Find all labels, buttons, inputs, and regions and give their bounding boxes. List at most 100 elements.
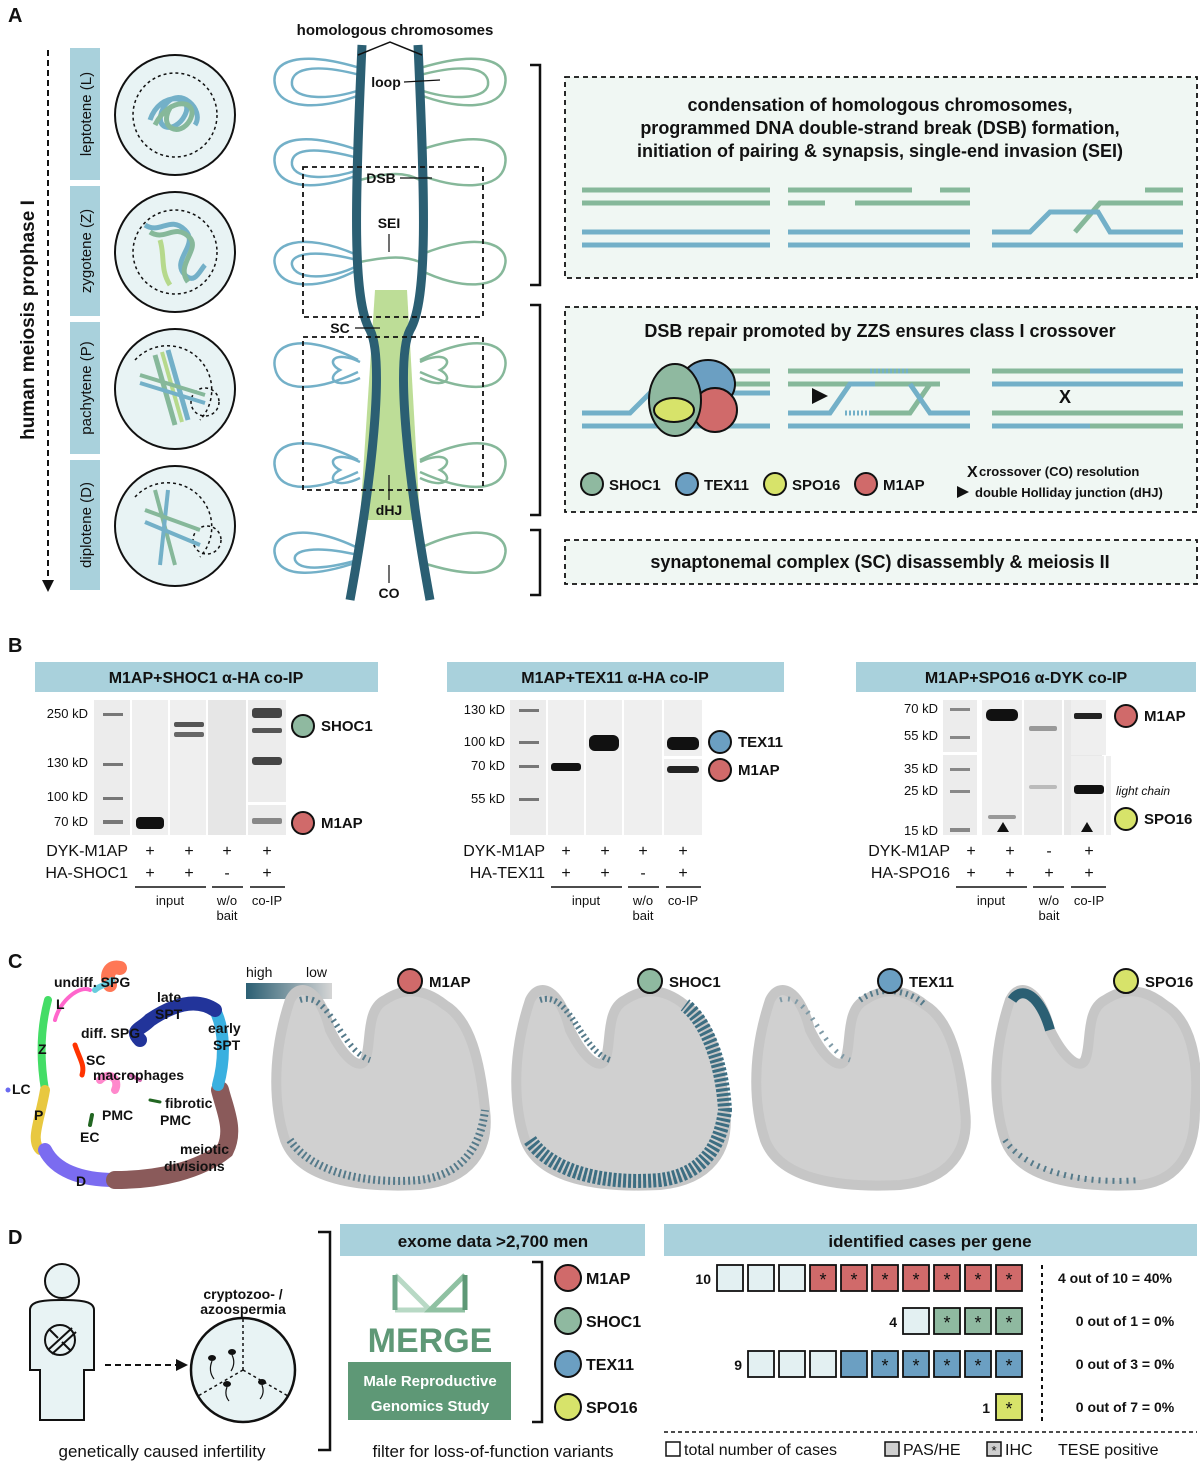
- ihc-mark: *: [1005, 1399, 1012, 1419]
- nucleus-pachytene: [114, 328, 236, 450]
- case-square: [902, 1264, 930, 1292]
- case-square: [995, 1393, 1023, 1421]
- genetic-infertility-label: genetically caused infertility: [59, 1442, 266, 1461]
- blot3-kd-70: 70 kD: [904, 701, 938, 716]
- protein-legend: SHOC1 TEX11 SPO16 M1AP X crossover (CO) …: [580, 464, 1163, 500]
- ihc-mark: *: [943, 1356, 950, 1376]
- blot3-r1-c4: +: [1084, 843, 1093, 860]
- sei-label: SEI: [378, 215, 401, 231]
- blot2-row1-label: DYK-M1AP: [463, 843, 545, 860]
- box3-text: synaptonemal complex (SC) disassembly & …: [650, 552, 1109, 572]
- blot1-r1-c3: +: [222, 843, 231, 860]
- panel-letter-a: A: [8, 5, 22, 27]
- blot2-protein-tex11: TEX11: [738, 734, 783, 751]
- cluster-pmc: PMC: [102, 1107, 133, 1123]
- feature-plot-tex11: TEX11: [751, 968, 971, 1191]
- legend-spo16: SPO16: [792, 477, 840, 494]
- bracket-genes: [532, 1260, 544, 1424]
- case-square: [747, 1264, 775, 1292]
- dhj-label: dHJ: [376, 502, 402, 518]
- merge-logo-icon: [392, 1273, 468, 1313]
- cluster-p: P: [34, 1107, 43, 1123]
- legend-co-symbol: X: [967, 464, 978, 481]
- stage-leptotene: leptotene (L): [78, 72, 95, 156]
- case-square: [902, 1307, 930, 1335]
- case-square: [871, 1350, 899, 1378]
- gene-spo16: SPO16: [586, 1400, 638, 1417]
- legend-dhj-text: double Holliday junction (dHJ): [975, 485, 1163, 500]
- blot2-r2-c2: +: [600, 865, 609, 882]
- legend-tex11: TEX11: [704, 477, 749, 494]
- bracket-1: [530, 63, 542, 287]
- case-count-spo16: 1: [982, 1400, 990, 1416]
- blot3-r2-c1: +: [966, 865, 975, 882]
- case-square: [840, 1350, 868, 1378]
- merge-sub-1: Male Reproductive: [363, 1373, 496, 1390]
- panel-letter-b: B: [8, 635, 22, 657]
- cluster-d: D: [76, 1173, 86, 1189]
- blot2-kd-130: 130 kD: [464, 702, 505, 717]
- blot2-r1-c3: +: [638, 843, 647, 860]
- blot1-protein-m1ap: M1AP: [321, 815, 363, 832]
- stage-tabs: leptotene (L) zygotene (Z) pachytene (P)…: [70, 48, 100, 590]
- box-dsb-repair: DSB repair promoted by ZZS ensures class…: [564, 306, 1198, 513]
- exome-title: exome data >2,700 men: [398, 1232, 588, 1251]
- blot2-group-coip: co-IP: [668, 893, 698, 908]
- result-m1ap: 4 out of 10 = 40%: [1058, 1270, 1173, 1286]
- blot2-kd-100: 100 kD: [464, 734, 505, 749]
- legend-tese: TESE positive: [1058, 1442, 1159, 1459]
- blot2-r2-c4: +: [678, 865, 687, 882]
- blot2-group-input: input: [572, 893, 601, 908]
- case-count-shoc1: 4: [889, 1314, 897, 1330]
- case-count-m1ap: 10: [695, 1271, 711, 1287]
- feature-plot-shoc1: SHOC1: [511, 968, 733, 1191]
- blot1-r1-c2: +: [184, 843, 193, 860]
- blot3-r1-c2: +: [1005, 843, 1014, 860]
- loop-label: loop: [371, 74, 401, 90]
- case-square: [995, 1307, 1023, 1335]
- blot3-r2-c2: +: [1005, 865, 1014, 882]
- ihc-mark: *: [912, 1356, 919, 1376]
- blot-spo16: M1AP+SPO16 α-DYK co-IP 70 kD 55 kD 35 kD…: [856, 662, 1196, 923]
- blot2-title: M1AP+TEX11 α-HA co-IP: [521, 670, 709, 687]
- box1-line-3: initiation of pairing & synapsis, single…: [637, 141, 1123, 161]
- stage-diplotene: diplotene (D): [78, 482, 95, 568]
- panel-a: human meiosis prophase I leptotene (L) z…: [18, 22, 1198, 601]
- cases-legend: total number of cases PAS/HE * IHC TESE …: [665, 1441, 1159, 1459]
- merge-logo-text: MERGE: [368, 1322, 493, 1360]
- case-square: [809, 1264, 837, 1292]
- blot1-group-input: input: [156, 893, 185, 908]
- box1-line-1: condensation of homologous chromosomes,: [687, 95, 1072, 115]
- cluster-diff-spg: diff. SPG: [81, 1025, 140, 1041]
- gene-m1ap: M1AP: [586, 1271, 631, 1288]
- tubule-icon: [189, 1316, 297, 1424]
- ihc-mark: *: [881, 1356, 888, 1376]
- case-square: [840, 1264, 868, 1292]
- legend-ihc: IHC: [1005, 1442, 1033, 1459]
- bracket-3: [530, 528, 542, 597]
- blot1-r1-c4: +: [262, 843, 271, 860]
- cluster-ec: EC: [80, 1129, 99, 1145]
- cluster-lc: LC: [12, 1081, 31, 1097]
- blot1-group-coip: co-IP: [252, 893, 282, 908]
- blot1-title: M1AP+SHOC1 α-HA co-IP: [109, 670, 304, 687]
- blot1-kd-100: 100 kD: [47, 789, 88, 804]
- blot1-r1-c1: +: [145, 843, 154, 860]
- case-square: [933, 1264, 961, 1292]
- blot3-light-chain: light chain: [1116, 784, 1170, 798]
- result-tex11: 0 out of 3 = 0%: [1076, 1356, 1175, 1372]
- blot3-kd-55: 55 kD: [904, 728, 938, 743]
- box-condensation: condensation of homologous chromosomes, …: [564, 76, 1198, 279]
- cluster-umap: [5, 960, 239, 1189]
- cryptozoo-label: cryptozoo- /azoospermia: [200, 1286, 286, 1317]
- blot2-kd-55: 55 kD: [471, 791, 505, 806]
- blot2-r2-c3: -: [640, 865, 645, 882]
- person-icon: [29, 1263, 95, 1421]
- ihc-mark: *: [850, 1270, 857, 1290]
- co-label: CO: [379, 585, 400, 601]
- feature-plot-m1ap: M1AP: [271, 968, 491, 1191]
